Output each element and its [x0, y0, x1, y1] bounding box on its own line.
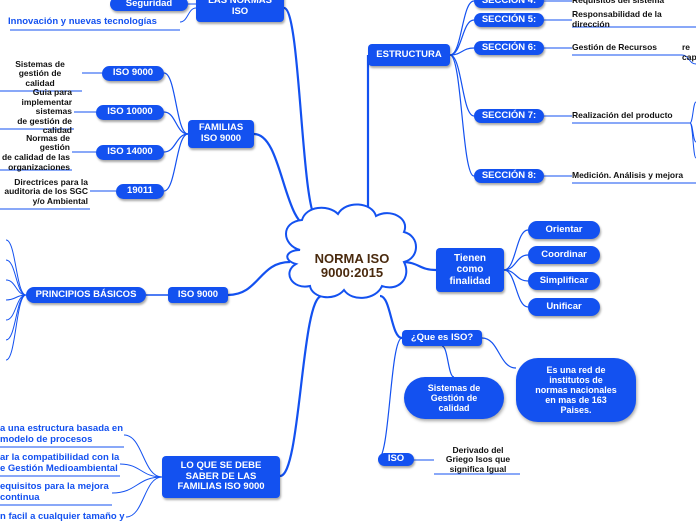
medicion-analisis-text: Medición. Análisis y mejora — [572, 170, 684, 181]
connector-line — [163, 133, 189, 192]
responsabilidad-direccion-text: Responsabilidad de la dirección — [572, 9, 662, 29]
connector-line — [449, 54, 475, 117]
connector-line — [449, 54, 475, 177]
connector-line — [449, 47, 475, 56]
estructura-node[interactable]: ESTRUCTURA — [368, 44, 450, 66]
lo-que-se-debe-saber-node[interactable]: LO QUE SE DEBE SABER DE LAS FAMILIAS ISO… — [162, 456, 280, 498]
seccion-8-button[interactable]: SECCIÓN 8: — [474, 169, 544, 183]
connector-line — [123, 434, 163, 478]
connector-line — [689, 101, 696, 124]
19011-button[interactable]: 19011 — [116, 184, 164, 199]
principio-link — [5, 239, 27, 296]
coordinar-button[interactable]: Coordinar — [528, 246, 600, 264]
principio-link — [5, 294, 27, 361]
principio-link — [5, 259, 27, 296]
directrices-auditoria-text: Directrices para la auditoria de los SGC… — [4, 176, 88, 206]
requisitos-mejora-text: equisitos para la mejora continua — [0, 481, 109, 503]
branch-iso9000 — [227, 260, 291, 297]
derivado-griego-text: Derivado del Griego Isos que significa I… — [445, 444, 511, 474]
principio-link — [5, 279, 27, 296]
simplificar-button[interactable]: Simplificar — [528, 272, 600, 290]
connector-line — [125, 476, 163, 518]
sistemas-gestion-calidad-node[interactable]: Sistemas de Gestión de calidad — [404, 377, 504, 419]
que-es-iso-node[interactable]: ¿Que es ISO? — [402, 330, 482, 346]
requisitos-sistema-text: Requisitos del sistema — [572, 0, 665, 6]
iso-9000-button[interactable]: ISO 9000 — [102, 66, 164, 81]
seccion-6-button[interactable]: SECCIÓN 6: — [474, 41, 544, 55]
facil-tamano-text: n facil a cualquier tamaño y — [0, 510, 125, 522]
seccion-7-button[interactable]: SECCIÓN 7: — [474, 109, 544, 123]
familias-iso-9000-node[interactable]: FAMILIAS ISO 9000 — [188, 120, 254, 148]
connector-line — [503, 254, 529, 271]
iso-10000-button[interactable]: ISO 10000 — [96, 105, 164, 120]
branch-lo-que — [279, 294, 323, 478]
normas-gestion-text: Normas de gestión de calidad de las orga… — [1, 132, 70, 172]
tienen-como-finalidad-node[interactable]: Tienen como finalidad — [436, 248, 504, 292]
seguridad-button[interactable]: Seguridad — [110, 0, 188, 11]
gestion-recursos-text: Gestión de Recursos — [572, 42, 658, 53]
branch-que-es — [379, 294, 403, 340]
connector-line — [681, 54, 696, 65]
recursos-capacidad-text: re cap — [682, 42, 696, 62]
central-topic: NORMA ISO 9000:2015 — [314, 250, 390, 280]
connector-line — [449, 19, 475, 56]
connector-line — [163, 72, 189, 135]
iso-button[interactable]: ISO — [378, 453, 414, 466]
red-institutos-node[interactable]: Es una red de institutos de normas nacio… — [516, 358, 636, 422]
connector-line — [503, 229, 529, 271]
principios-basicos-button[interactable]: PRINCIPIOS BÁSICOS — [26, 287, 146, 303]
connector-line — [689, 122, 696, 159]
sistemas-gestion-calidad-text: Sistemas de gestión de calidad — [15, 58, 65, 88]
connector-line — [481, 337, 517, 369]
las-normas-iso-node[interactable]: LAS NORMAS ISO — [196, 0, 284, 22]
connector-line — [111, 476, 163, 494]
seccion-4-button[interactable]: SECCIÓN 4: — [474, 0, 544, 8]
seccion-5-button[interactable]: SECCIÓN 5: — [474, 13, 544, 27]
connector-line — [441, 345, 455, 378]
connector-line — [503, 269, 529, 308]
connector-line — [163, 111, 189, 135]
link-innovacion — [179, 7, 197, 23]
iso-14000-button[interactable]: ISO 14000 — [96, 145, 164, 160]
realizacion-producto-text: Realización del producto — [572, 110, 673, 121]
compatibilidad-text: ar la compatibilidad con la e Gestión Me… — [0, 452, 120, 474]
iso-9000-principios-node[interactable]: ISO 9000 — [168, 287, 228, 303]
orientar-button[interactable]: Orientar — [528, 221, 600, 239]
connector-line — [119, 463, 163, 478]
innovacion-label: Innovación y nuevas tecnologías — [8, 15, 157, 27]
unificar-button[interactable]: Unificar — [528, 298, 600, 316]
estructura-procesos-text: a una estructura basada en modelo de pro… — [0, 423, 124, 445]
guia-implementar-text: Guia para implementar sistemas de gestió… — [17, 87, 72, 136]
